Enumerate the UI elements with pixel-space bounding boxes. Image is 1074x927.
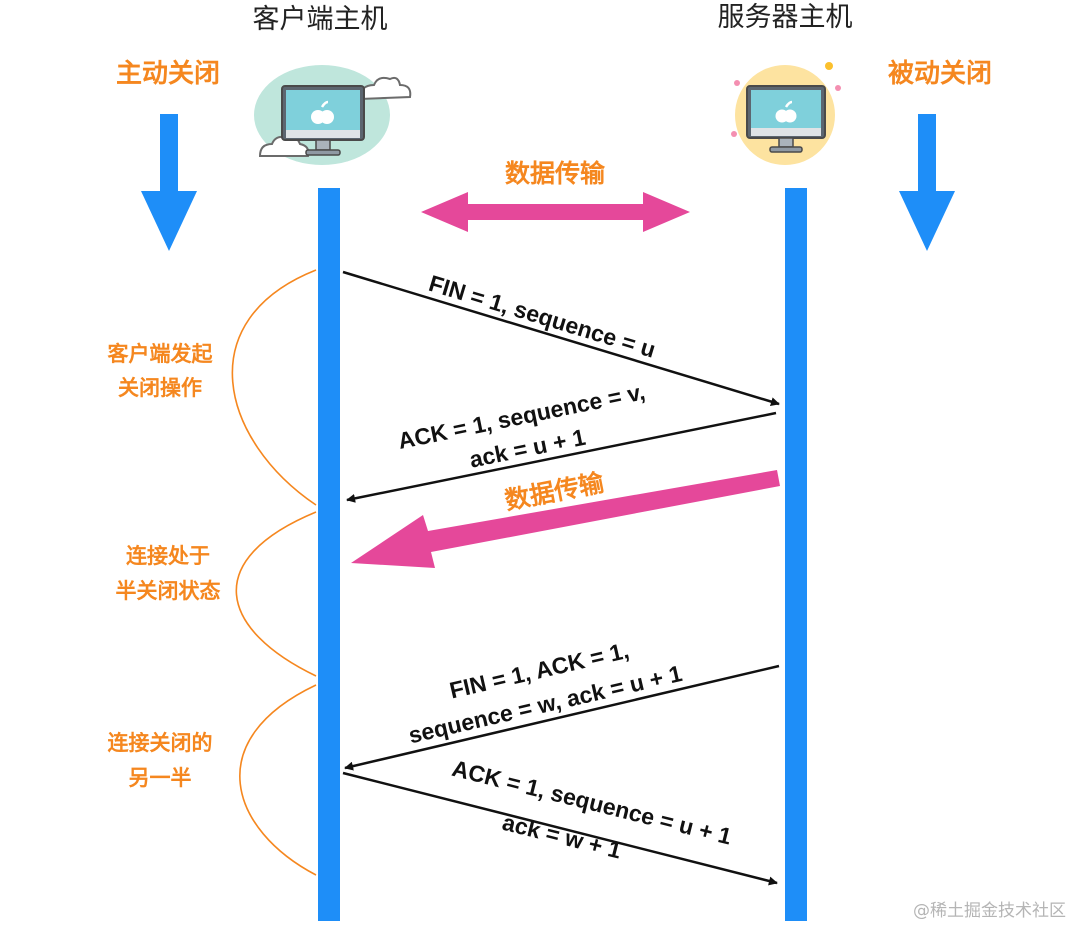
data-transfer-double-arrow: [421, 192, 690, 232]
phase-3-line1: 连接关闭的: [108, 731, 213, 755]
passive-close-down-arrow: [899, 114, 955, 251]
watermark: @稀土掘金技术社区: [913, 901, 1066, 921]
phase-bracket-2: [235, 511, 317, 677]
server-lifeline: [785, 188, 807, 921]
phase-3-line2: 另一半: [129, 766, 192, 790]
phase-bracket-3: [239, 684, 317, 876]
data-transfer-label-top: 数据传输: [505, 159, 606, 188]
fin-arrow-2: [344, 664, 780, 771]
server-host-title: 服务器主机: [718, 2, 853, 33]
phase-2-line1: 连接处于: [126, 544, 210, 568]
phase-bracket-1: [231, 269, 317, 506]
active-close-label: 主动关闭: [116, 59, 220, 89]
phase-2-line2: 半关闭状态: [116, 579, 221, 603]
imac-cloud-icon: [254, 65, 412, 165]
active-close-down-arrow: [141, 114, 197, 251]
fin-message-1: FIN = 1, sequence = u: [426, 270, 659, 363]
imac-sun-icon: [731, 62, 841, 165]
passive-close-label: 被动关闭: [888, 59, 992, 89]
client-host-title: 客户端主机: [253, 4, 388, 35]
phase-1-line1: 客户端发起: [108, 342, 214, 366]
ack-arrow-2: [342, 771, 778, 886]
phase-brackets: [231, 269, 317, 876]
phase-1-line2: 关闭操作: [118, 376, 202, 400]
client-lifeline: [318, 188, 340, 921]
data-transfer-arrow-half-close: [351, 470, 780, 568]
fin-arrow-1: [342, 270, 780, 406]
ack-arrow-1: [346, 411, 777, 503]
